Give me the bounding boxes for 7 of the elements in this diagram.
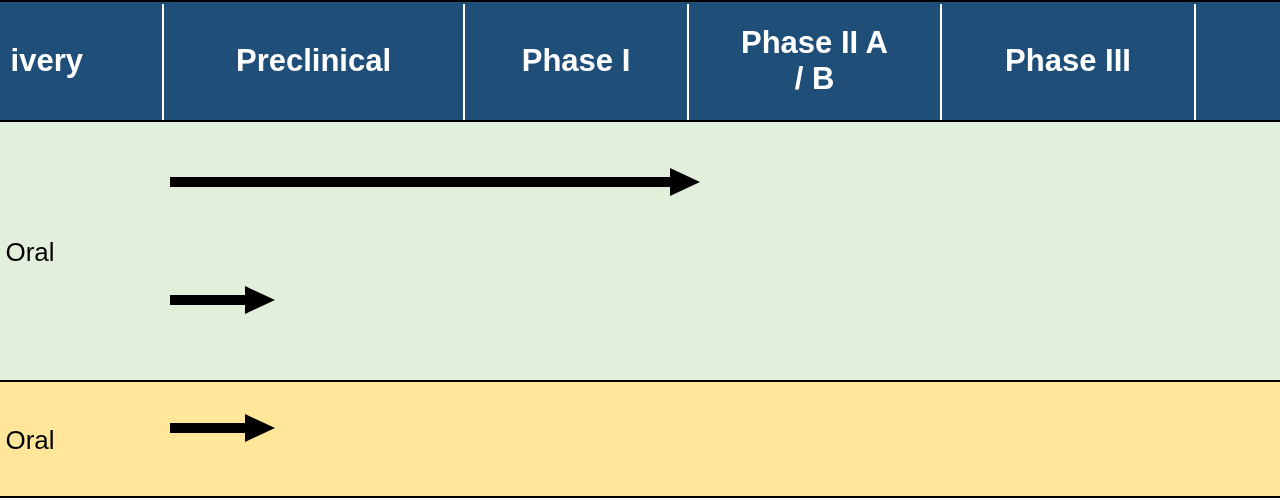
column-header: Phase I [521, 43, 631, 79]
column-header: Preclinical [235, 43, 392, 79]
column-header: Phase II A / B [740, 25, 889, 97]
column-header: Phase III [1005, 43, 1131, 79]
column-header: ivery [10, 43, 83, 79]
row-label: Oral [5, 236, 55, 268]
row-label: Oral [5, 424, 55, 456]
